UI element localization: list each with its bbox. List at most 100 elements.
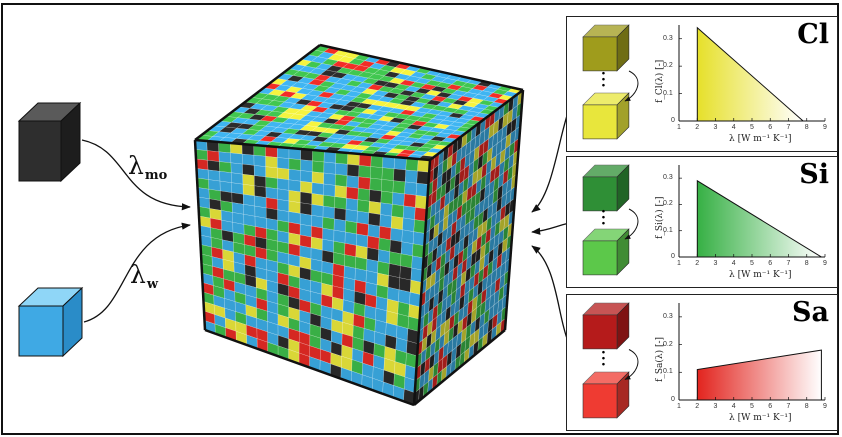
x-tick-label: 9 (823, 260, 827, 267)
moisture-cube-icon (17, 101, 82, 183)
voxel (288, 190, 301, 203)
voxel (242, 173, 255, 187)
ellipsis-dots: ··· (601, 344, 606, 373)
voxel (346, 175, 359, 189)
x-tick-label: 5 (750, 124, 754, 131)
lambda-symbol: λ (130, 260, 146, 289)
voxel (392, 192, 405, 207)
light-sample-cube-icon (582, 371, 630, 419)
voxel (335, 162, 348, 176)
voxel (253, 165, 267, 178)
y-tick-label: 0.3 (663, 312, 673, 320)
voxel (346, 164, 360, 178)
voxel (300, 159, 313, 173)
cube-edge (503, 89, 525, 331)
voxel (207, 169, 221, 182)
dark-sample-cube-icon (582, 164, 630, 212)
voxel (311, 182, 324, 196)
voxel (369, 177, 383, 192)
cube-edge (194, 138, 431, 162)
voxel (288, 168, 301, 182)
voxel (400, 241, 414, 257)
voxel (378, 225, 392, 241)
cube-right-face (413, 89, 524, 406)
x-tick-label: 3 (713, 124, 718, 131)
voxel (242, 183, 255, 197)
dark-sample-cube-icon (582, 24, 630, 72)
voxel (404, 169, 418, 184)
x-tick-label: 2 (695, 260, 700, 267)
distribution-area (696, 179, 824, 258)
voxel (393, 168, 407, 183)
y-tick-label: 0.2 (663, 340, 673, 348)
y-tick-label: 0.1 (663, 368, 673, 376)
x-axis-label: λ [W m⁻¹ K⁻¹] (729, 270, 792, 280)
voxel (358, 165, 372, 179)
voxel (254, 175, 267, 188)
voxel (334, 196, 347, 210)
y-tick-label: 0 (671, 117, 675, 124)
cube-front-face (194, 139, 431, 406)
x-tick-label: 1 (677, 124, 681, 131)
voxel (378, 237, 391, 252)
voxel (288, 179, 301, 193)
x-tick-label: 9 (823, 403, 827, 410)
voxel (322, 194, 336, 209)
x-tick-label: 7 (786, 403, 791, 410)
x-tick-label: 8 (804, 403, 809, 410)
y-tick-label: 0.3 (663, 34, 673, 42)
voxel (323, 161, 336, 175)
y-tick-label: 0.2 (663, 200, 673, 208)
voxel (288, 200, 301, 214)
voxel (334, 207, 347, 221)
voxel (265, 156, 278, 169)
voxel (311, 171, 325, 185)
voxel (356, 210, 370, 225)
voxel (277, 188, 290, 202)
voxel (404, 181, 418, 196)
x-tick-label: 1 (677, 260, 681, 267)
y-axis-label: f_Cl(λ) [-] (655, 59, 665, 103)
voxel (367, 235, 380, 250)
x-tick-label: 2 (695, 124, 700, 131)
cube-edge (194, 44, 321, 141)
lambda-mo-label: λmo (128, 153, 167, 182)
voxel (402, 205, 416, 220)
voxel (311, 193, 324, 207)
voxel (300, 180, 313, 194)
voxel (311, 160, 325, 174)
voxel (391, 204, 405, 219)
voxel (277, 199, 290, 212)
gradient-arrow (624, 70, 639, 102)
voxel (195, 149, 208, 161)
panel-graphic (582, 24, 826, 140)
voxel (381, 179, 394, 193)
x-tick-label: 6 (768, 403, 773, 410)
voxel (390, 227, 403, 243)
voxel (392, 180, 406, 195)
voxel (265, 166, 278, 179)
light-sample-cube-icon (582, 92, 630, 140)
voxel (277, 157, 290, 170)
cube-edge (412, 159, 432, 406)
voxel (277, 178, 290, 191)
panel-graphic (582, 164, 826, 276)
cube-edge (413, 329, 506, 406)
voxel (379, 214, 392, 229)
y-tick-label: 0.1 (663, 89, 673, 97)
ellipsis-dots: ··· (601, 66, 606, 94)
cube-top-face (194, 44, 524, 161)
x-tick-label: 5 (750, 260, 754, 267)
x-tick-label: 2 (695, 403, 700, 410)
voxel (219, 171, 232, 183)
voxel (345, 197, 359, 212)
voxel (218, 161, 232, 173)
voxel (265, 187, 278, 200)
light-sample-cube-icon (582, 228, 630, 276)
gradient-arrow (624, 208, 639, 240)
x-tick-label: 6 (768, 260, 773, 267)
voxel (357, 199, 370, 214)
